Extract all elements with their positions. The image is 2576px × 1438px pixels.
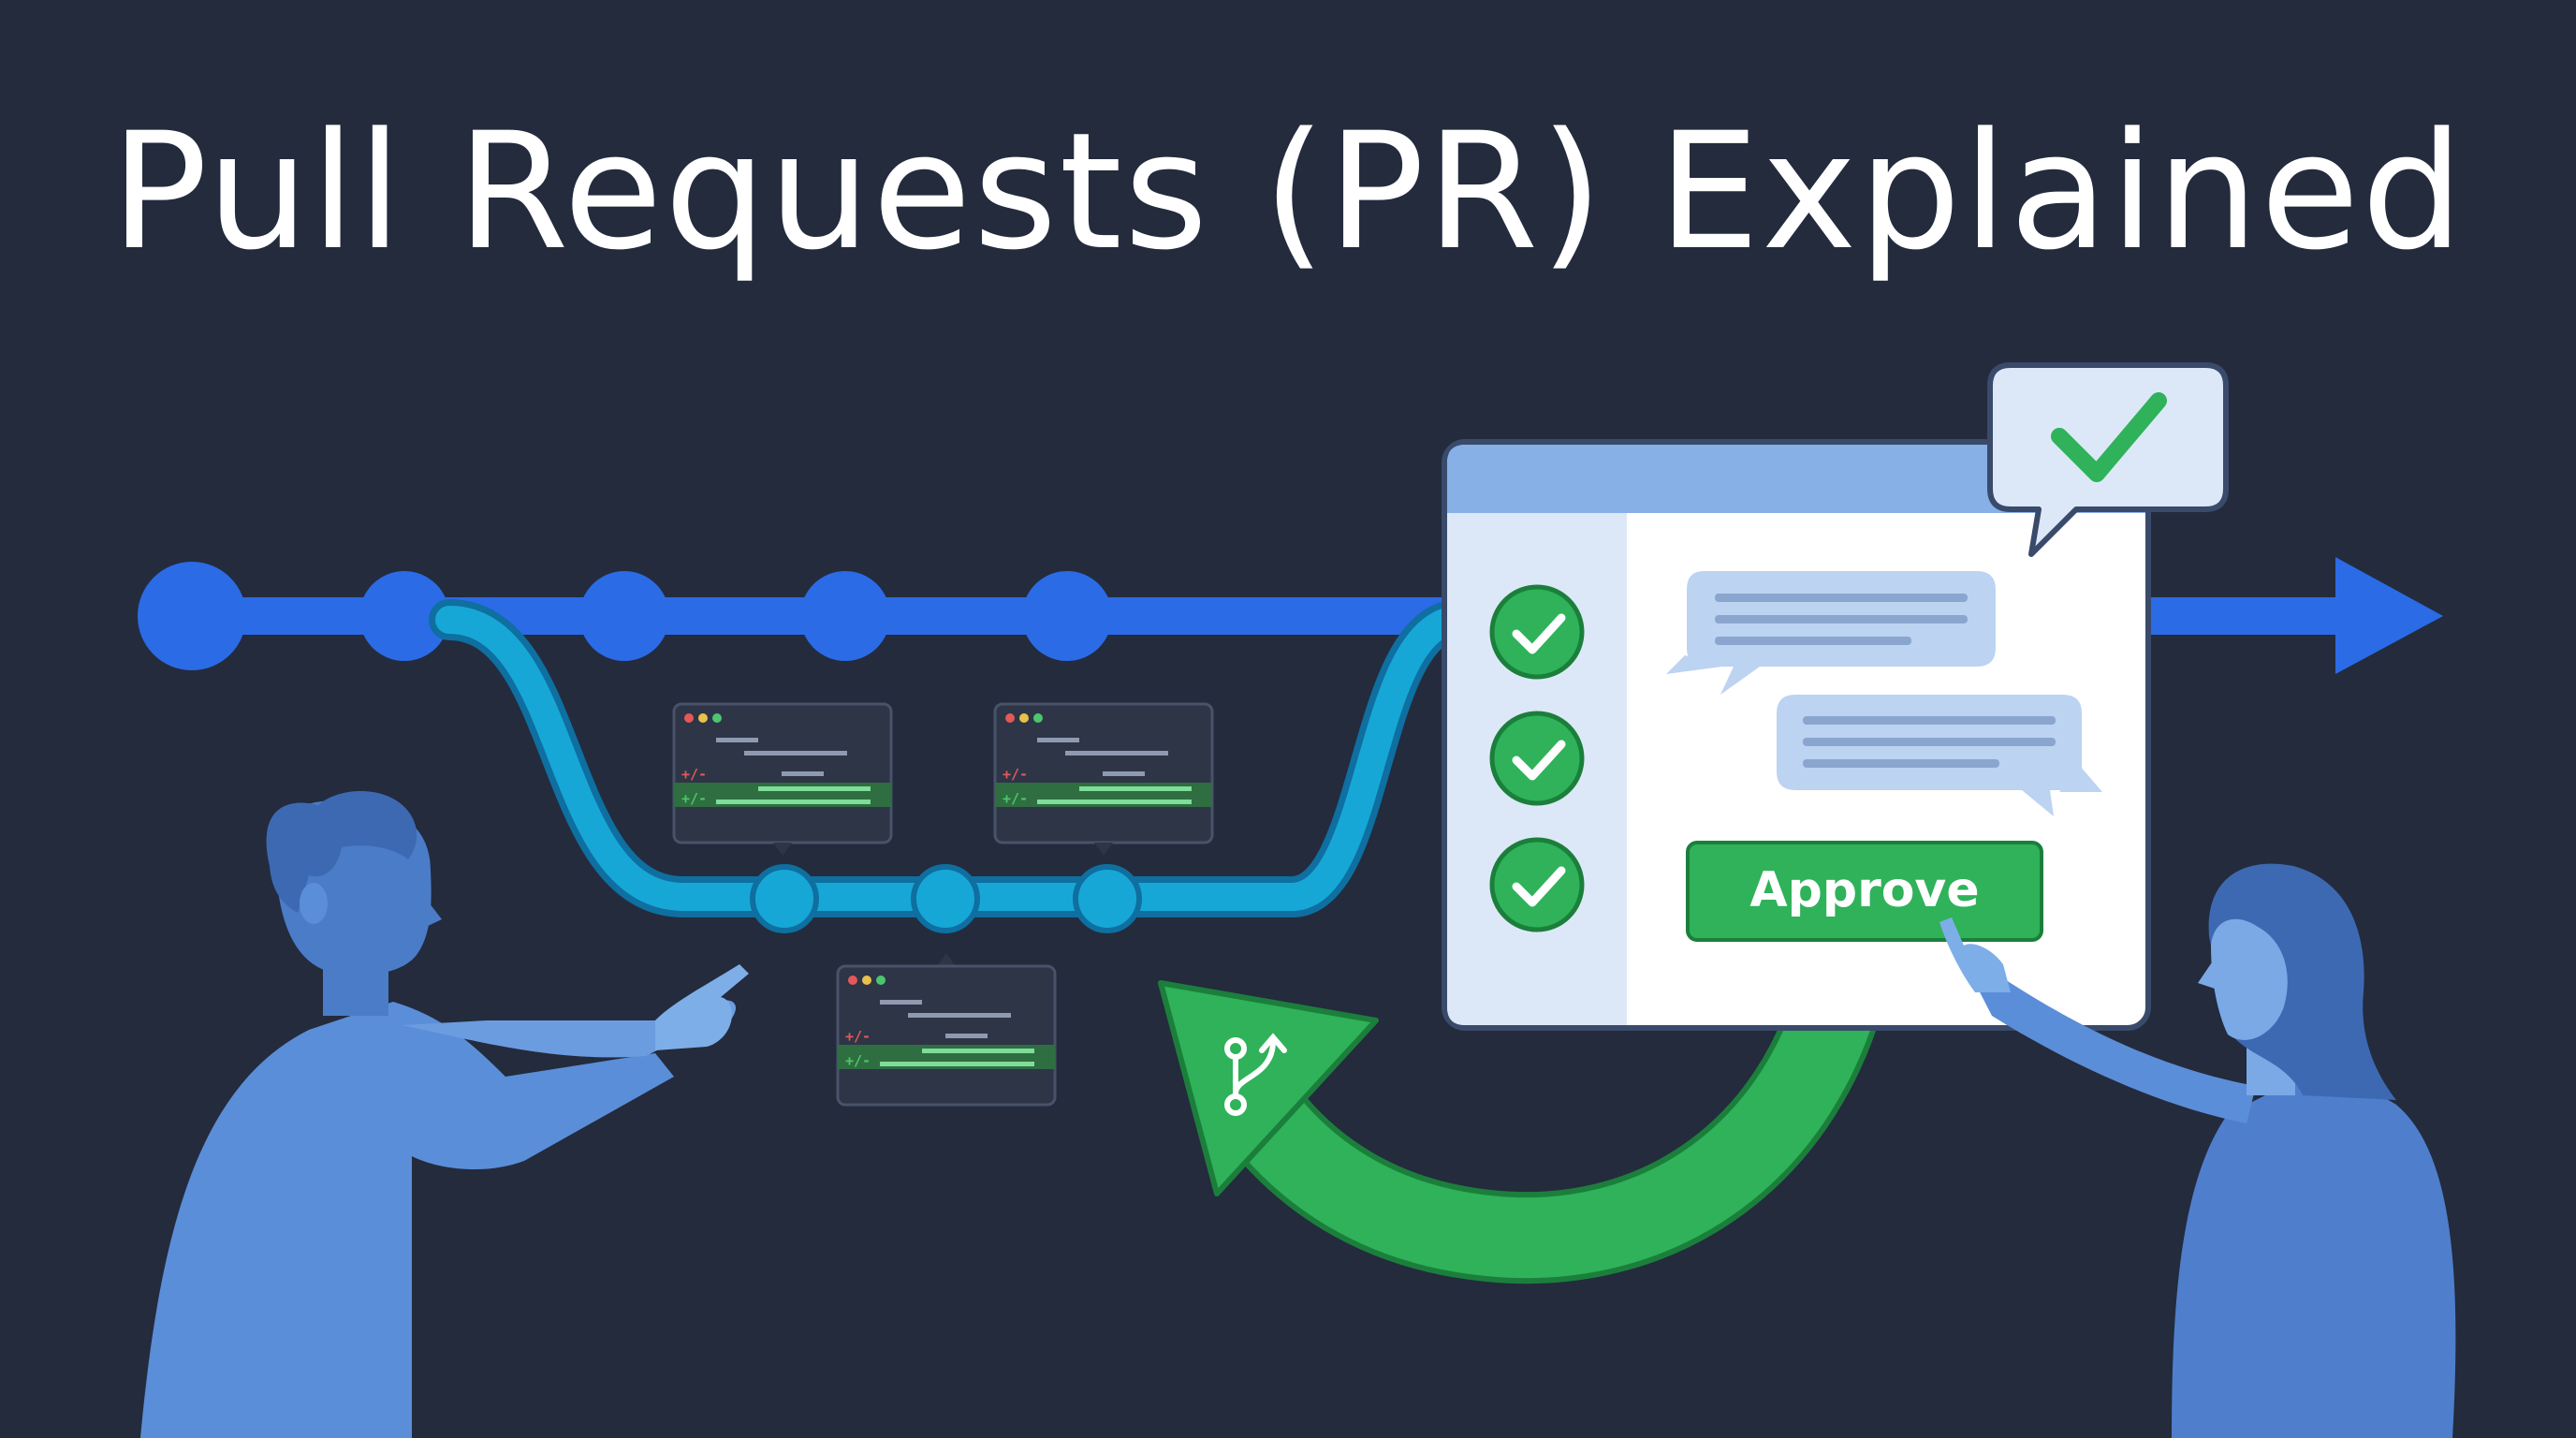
diff-removed-marker: +/- [1003, 766, 1028, 783]
merge-arrow [1158, 920, 1899, 1284]
comment-bubble [1666, 571, 1996, 695]
checklist-item [1489, 584, 1585, 680]
feature-commit-node [911, 864, 980, 933]
diff-added-marker: +/- [845, 1052, 871, 1069]
merge-arrow-body [1222, 921, 1894, 1279]
feature-commit-node [1073, 864, 1142, 933]
person-arm [402, 1000, 737, 1058]
page-title: Pull Requests (PR) Explained [110, 97, 2466, 286]
code-snippet: +/- +/- [836, 953, 1057, 1107]
diff-added-marker: +/- [1003, 790, 1028, 807]
code-snippet: +/- +/- [672, 702, 893, 856]
diff-removed-marker: +/- [845, 1028, 871, 1045]
person-body [140, 1002, 674, 1438]
main-commit-node [138, 562, 246, 670]
comment-bubble [1777, 695, 2102, 816]
person-arm [1975, 978, 2256, 1123]
diff-removed-marker: +/- [681, 766, 707, 783]
feature-branch-line [435, 606, 1474, 911]
check-circle-icon [1489, 584, 1585, 680]
check-circle-icon [1489, 711, 1585, 806]
person-head [2211, 918, 2288, 1040]
merge-arrow-head [1158, 980, 1379, 1196]
approve-button-label: Approve [1749, 862, 1979, 918]
feature-branch [429, 599, 1481, 933]
person-hand [1939, 917, 2011, 992]
reviewer-figure [1939, 863, 2456, 1438]
approve-button[interactable]: Approve [1686, 841, 2043, 942]
check-circle-icon [1489, 837, 1585, 932]
diff-added-marker: +/- [681, 790, 707, 807]
main-commit-node [800, 571, 890, 661]
window-header [1447, 445, 2145, 513]
code-snippet: +/- +/- [993, 702, 1214, 856]
person-hand [655, 964, 749, 1050]
arrow-right-icon [2335, 557, 2443, 674]
developer-figure [140, 790, 749, 1438]
git-branch-merge-icon [1224, 1033, 1287, 1116]
person-hair [2208, 863, 2396, 1100]
main-commit-node [1022, 571, 1112, 661]
feature-commit-node [750, 864, 819, 933]
checklist-item [1489, 837, 1585, 932]
main-commit-node [359, 571, 449, 661]
person-body [2172, 1081, 2456, 1438]
main-commit-node [579, 571, 669, 661]
person-hair [266, 790, 417, 913]
checklist-item [1489, 711, 1585, 806]
checkmark-icon [2051, 392, 2167, 482]
pr-review-window: Approve [1442, 439, 2151, 1031]
approval-speech-bubble [1987, 362, 2229, 557]
